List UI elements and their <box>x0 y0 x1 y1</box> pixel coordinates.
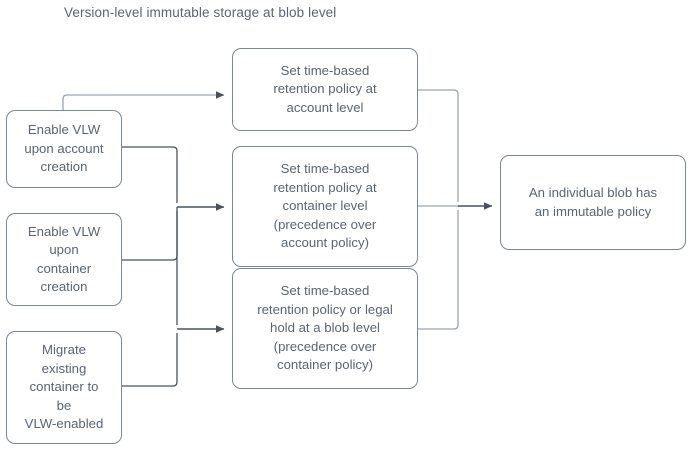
edge-migrate-up <box>122 333 178 387</box>
edge-account-retention-to-merge <box>418 89 459 202</box>
edge-blob-retention-to-merge <box>418 210 459 330</box>
edge-container-creation-up <box>122 207 178 261</box>
edge-account-creation-down <box>122 146 178 203</box>
node-retention-policy-blob-level[interactable]: Set time-based retention policy or legal… <box>232 268 418 389</box>
node-label: Migrate existing container to be VLW-ena… <box>24 342 104 432</box>
node-label: Set time-based retention policy or legal… <box>257 283 393 373</box>
page-title: Version-level immutable storage at blob … <box>64 5 337 20</box>
node-label: Enable VLW upon container creation <box>27 223 101 295</box>
node-migrate-existing-container[interactable]: Migrate existing container to be VLW-ena… <box>6 331 122 444</box>
node-retention-policy-account-level[interactable]: Set time-based retention policy at accou… <box>232 48 418 131</box>
node-label: Set time-based retention policy at accou… <box>273 62 377 115</box>
node-label: Enable VLW upon account creation <box>24 122 104 175</box>
node-label: Set time-based retention policy at conta… <box>273 161 377 251</box>
node-retention-policy-container-level[interactable]: Set time-based retention policy at conta… <box>232 146 418 267</box>
node-enable-vlw-container-creation[interactable]: Enable VLW upon container creation <box>6 213 122 306</box>
node-label: An individual blob has an immutable poli… <box>528 185 658 219</box>
edge-account-creation-to-account-retention <box>62 91 225 110</box>
node-enable-vlw-account-creation[interactable]: Enable VLW upon account creation <box>6 110 122 188</box>
node-individual-blob-immutable-policy[interactable]: An individual blob has an immutable poli… <box>500 155 686 250</box>
